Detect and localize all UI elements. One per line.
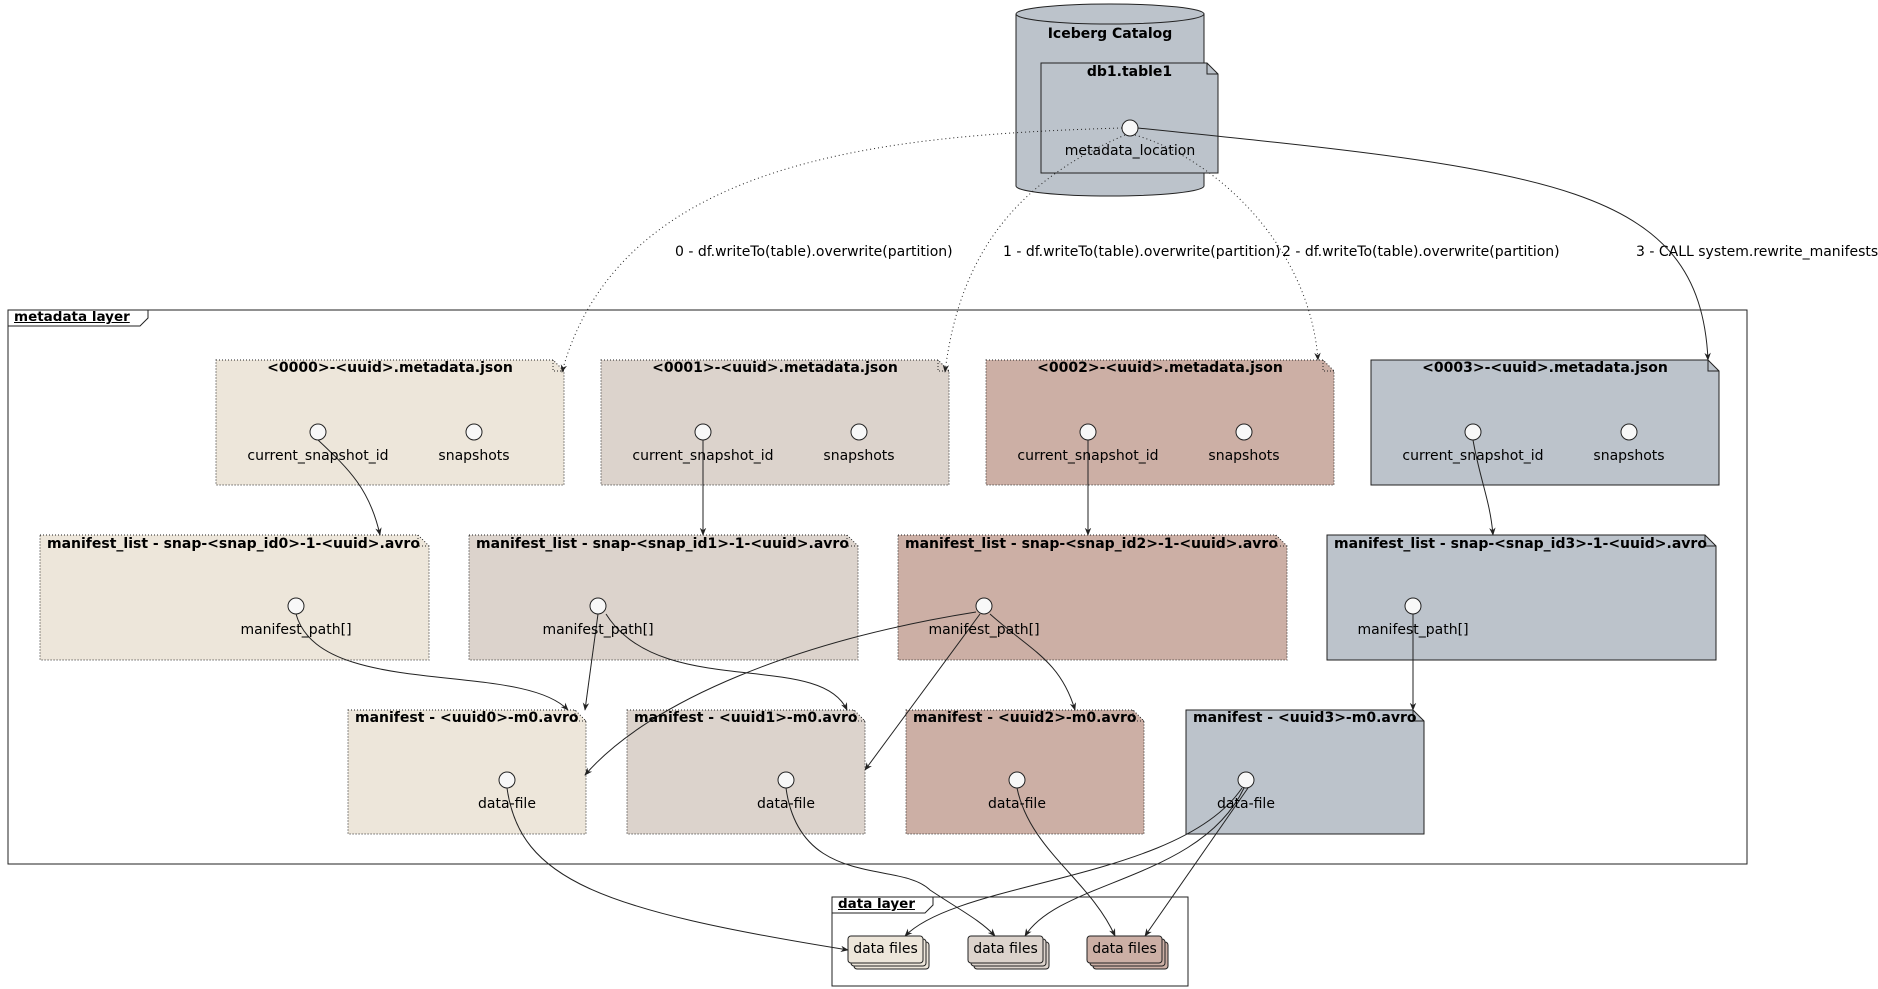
m1-data-file-port [777, 771, 795, 789]
m2-data-file-port [1008, 771, 1026, 789]
metadata-layer-frame [7, 309, 1748, 865]
ml2-manifest-path-port [975, 597, 993, 615]
manifest-0-note [347, 709, 587, 835]
edge-2-overwrite [1134, 134, 1321, 361]
ml0-manifest-path-port [287, 597, 305, 615]
manifest-list-0-note [39, 534, 430, 661]
edge-m2-data2 [1016, 787, 1116, 937]
metadata-location-label: metadata_location [1064, 143, 1196, 159]
manifest-2-note [905, 709, 1145, 835]
manifest-list-1-path-label: manifest_path[] [542, 622, 654, 638]
data-files-stack-0 [847, 935, 930, 970]
metadata-json-3-current-snapshot-label: current_snapshot_id [1402, 448, 1544, 464]
data-layer-frame [831, 896, 1189, 987]
metadata-json-3-note [1370, 359, 1720, 486]
md3-current-snapshot-port [1464, 423, 1482, 441]
edge-2-label: 2 - df.writeTo(table).overwrite(partitio… [1282, 244, 1560, 260]
edge-ml2-m0 [584, 611, 977, 776]
manifest-list-3-path-label: manifest_path[] [1357, 622, 1469, 638]
edge-md0-ml0 [317, 439, 382, 536]
edge-m3-data2 [1144, 787, 1249, 937]
data-layer-title: data layer [838, 896, 915, 912]
edge-ml1-m0 [582, 613, 599, 711]
data-files-0-label: data files [853, 941, 918, 957]
manifest-list-2-note [897, 534, 1288, 661]
edge-m0-data0 [506, 787, 849, 953]
manifest-list-1-note [468, 534, 859, 661]
manifest-list-3-title: manifest_list - snap-<snap_id3>-1-<uuid>… [1334, 536, 1707, 552]
metadata-json-0-note [215, 359, 565, 486]
md0-current-snapshot-port [309, 423, 327, 441]
metadata-json-2-note [985, 359, 1335, 486]
manifest-0-title: manifest - <uuid0>-m0.avro [355, 710, 579, 726]
manifest-1-title: manifest - <uuid1>-m0.avro [634, 710, 858, 726]
edge-md3-ml3 [1472, 439, 1496, 536]
edge-1-label: 1 - df.writeTo(table).overwrite(partitio… [1003, 244, 1281, 260]
manifest-list-2-title: manifest_list - snap-<snap_id2>-1-<uuid>… [905, 536, 1278, 552]
metadata-json-3-title: <0003>-<uuid>.metadata.json [1422, 360, 1668, 376]
edge-ml0-m0 [295, 613, 569, 711]
data-files-2-label: data files [1092, 941, 1157, 957]
manifest-0-data-file-label: data-file [478, 796, 536, 812]
manifest-list-2-path-label: manifest_path[] [928, 622, 1040, 638]
edge-m3-data1 [1024, 787, 1245, 937]
metadata-json-0-title: <0000>-<uuid>.metadata.json [267, 360, 513, 376]
metadata-layer-title: metadata layer [14, 309, 130, 325]
metadata-json-0-snapshots-label: snapshots [438, 448, 510, 464]
metadata-json-3-snapshots-label: snapshots [1593, 448, 1665, 464]
manifest-1-note [626, 709, 866, 835]
metadata-location-port [1121, 119, 1139, 137]
ml1-manifest-path-port [589, 597, 607, 615]
manifest-3-title: manifest - <uuid3>-m0.avro [1193, 710, 1417, 726]
metadata-json-2-current-snapshot-label: current_snapshot_id [1017, 448, 1159, 464]
manifest-3-data-file-label: data-file [1217, 796, 1275, 812]
edge-m3-data0 [904, 787, 1243, 937]
metadata-json-2-snapshots-label: snapshots [1208, 448, 1280, 464]
data-files-1-label: data files [973, 941, 1038, 957]
data-files-stack-1 [967, 935, 1050, 970]
edge-3-label: 3 - CALL system.rewrite_manifests [1636, 244, 1878, 260]
manifest-list-3-note [1326, 534, 1717, 661]
db1-table-note [1040, 62, 1219, 174]
edge-3-rewrite-manifests [1137, 127, 1711, 361]
m3-data-file-port [1237, 771, 1255, 789]
edge-ml1-m1 [605, 613, 848, 711]
table-title: db1.table1 [1086, 64, 1173, 80]
manifest-list-1-title: manifest_list - snap-<snap_id1>-1-<uuid>… [476, 536, 849, 552]
md2-current-snapshot-port [1079, 423, 1097, 441]
metadata-json-2-title: <0002>-<uuid>.metadata.json [1037, 360, 1283, 376]
md0-snapshots-port [465, 423, 483, 441]
manifest-3-note [1185, 709, 1425, 835]
md1-snapshots-port [850, 423, 868, 441]
manifest-2-data-file-label: data-file [988, 796, 1046, 812]
manifest-1-data-file-label: data-file [757, 796, 815, 812]
md1-current-snapshot-port [694, 423, 712, 441]
edge-ml2-m2 [989, 613, 1076, 711]
manifest-list-0-path-label: manifest_path[] [240, 622, 352, 638]
edge-ml2-m1 [864, 613, 981, 771]
md3-snapshots-port [1620, 423, 1638, 441]
metadata-json-1-title: <0001>-<uuid>.metadata.json [652, 360, 898, 376]
data-files-stack-2 [1086, 935, 1169, 970]
edge-m1-data1 [785, 787, 996, 937]
metadata-json-1-snapshots-label: snapshots [823, 448, 895, 464]
md2-snapshots-port [1235, 423, 1253, 441]
ml3-manifest-path-port [1404, 597, 1422, 615]
catalog-title: Iceberg Catalog [1047, 26, 1173, 42]
metadata-json-0-current-snapshot-label: current_snapshot_id [247, 448, 389, 464]
edge-0-label: 0 - df.writeTo(table).overwrite(partitio… [675, 244, 953, 260]
metadata-json-1-note [600, 359, 950, 486]
manifest-2-title: manifest - <uuid2>-m0.avro [913, 710, 1137, 726]
metadata-json-1-current-snapshot-label: current_snapshot_id [632, 448, 774, 464]
m0-data-file-port [498, 771, 516, 789]
edge-0-overwrite [560, 127, 1123, 373]
manifest-list-0-title: manifest_list - snap-<snap_id0>-1-<uuid>… [47, 536, 420, 552]
